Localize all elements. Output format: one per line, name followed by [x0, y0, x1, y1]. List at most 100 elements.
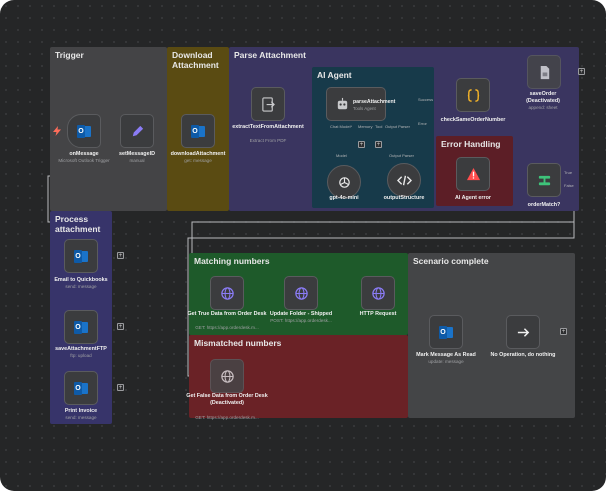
globe-icon: [220, 369, 234, 383]
outlook-icon: O: [191, 124, 205, 138]
node-label: Update Folder - Shipped: [269, 311, 333, 317]
node-sublabel: Tools Agent: [353, 106, 376, 111]
arrow-right-icon: [517, 327, 529, 337]
node-getFalseData[interactable]: [210, 359, 244, 393]
group-title: Matching numbers: [194, 256, 270, 266]
group-title: AI Agent: [317, 70, 352, 80]
node-aiError[interactable]: [456, 157, 490, 191]
node-sublabel: ftp: upload: [70, 353, 92, 358]
globe-icon: [294, 286, 308, 300]
outlook-icon: O: [74, 249, 88, 263]
node-label: Print Invoice: [64, 408, 98, 414]
node-label: Mark Message As Read: [416, 352, 476, 358]
node-label: orderMatch?: [527, 202, 561, 208]
node-orderMatch[interactable]: [527, 163, 561, 197]
node-extractText[interactable]: [251, 87, 285, 121]
node-sublabel: get: message: [184, 158, 212, 163]
node-emailQuickbooks[interactable]: O: [64, 239, 98, 273]
node-label: Get False Data from Order Desk (Deactiva…: [186, 393, 268, 406]
port-model: Model: [336, 153, 347, 158]
node-sublabel: send: message: [65, 284, 97, 289]
port-tool: Tool: [375, 124, 383, 129]
node-label: Get True Data from Order Desk: [187, 311, 267, 317]
node-updateFolder[interactable]: [284, 276, 318, 310]
node-label: setMessageID: [119, 151, 155, 157]
port-success: Success: [418, 97, 434, 102]
node-label: saveAttachmentFTP: [55, 346, 107, 352]
node-label: parseAttachment: [353, 99, 396, 105]
switch-icon: [538, 175, 550, 185]
node-setMessageID[interactable]: [120, 114, 154, 148]
add-node-button[interactable]: +: [578, 68, 585, 75]
pdf-extract-icon: [261, 96, 275, 112]
node-label: AI Agent error: [454, 195, 492, 201]
code-braces-icon: [467, 88, 479, 102]
node-label: No Operation, do nothing: [490, 352, 556, 358]
node-sublabel: POST: https://app.orderdesk...: [270, 318, 332, 323]
add-node-button[interactable]: +: [117, 384, 124, 391]
node-sublabel: send: message: [65, 415, 97, 420]
node-label: gpt-4o-mini: [329, 195, 359, 201]
node-sublabel: manual: [129, 158, 145, 163]
pencil-icon: [132, 125, 143, 136]
port-chat-model: Chat Model*: [330, 124, 353, 129]
node-noOp[interactable]: [506, 315, 540, 349]
add-tool-button[interactable]: +: [358, 141, 365, 148]
node-label: extractTextFromAttachment: [232, 124, 304, 130]
add-node-button[interactable]: +: [560, 328, 567, 335]
openai-icon: [338, 176, 350, 188]
node-getTrueData[interactable]: [210, 276, 244, 310]
bolt-icon: [53, 126, 61, 136]
node-printInvoice[interactable]: O: [64, 371, 98, 405]
node-sublabel: Microsoft Outlook Trigger: [58, 158, 110, 163]
outlook-icon: O: [74, 381, 88, 395]
group-title: Trigger: [55, 50, 84, 60]
outlook-icon: O: [439, 325, 453, 339]
node-label: onMessage: [69, 151, 99, 157]
node-sublabel: GET: https://app.orderdesk.m...: [195, 415, 259, 420]
node-outputStructure[interactable]: [387, 163, 421, 197]
node-onMessage[interactable]: O: [67, 114, 101, 148]
add-node-button[interactable]: +: [117, 252, 124, 259]
group-title: Parse Attachment: [234, 50, 306, 60]
warning-icon: [466, 167, 480, 180]
port-memory: Memory: [358, 124, 373, 129]
node-parseAttachment[interactable]: parseAttachment Tools Agent: [326, 87, 395, 121]
group-title: Process attachment: [55, 214, 101, 234]
add-memory-button[interactable]: +: [375, 141, 382, 148]
node-httpRequest[interactable]: [361, 276, 395, 310]
group-title: Download Attachment: [172, 50, 219, 70]
globe-icon: [220, 286, 234, 300]
node-sublabel: GET: https://app.orderdesk.m...: [195, 325, 259, 330]
group-title: Scenario complete: [413, 256, 489, 266]
port-false: False: [564, 183, 574, 188]
outlook-icon: O: [77, 124, 91, 138]
node-label: saveOrder (Deactivated): [526, 91, 560, 104]
node-checkSameOrderNumber[interactable]: [456, 78, 490, 112]
add-node-button[interactable]: +: [117, 323, 124, 330]
node-sublabel: Extract From PDF: [249, 138, 287, 143]
group-title: Error Handling: [441, 139, 501, 149]
node-label: outputStructure: [383, 195, 425, 201]
node-saveAttachmentFTP[interactable]: O: [64, 310, 98, 344]
node-gpt[interactable]: [327, 165, 361, 199]
robot-icon: [337, 97, 348, 110]
port-error: Error: [418, 121, 427, 126]
outlook-icon: O: [74, 320, 88, 334]
globe-icon: [371, 286, 385, 300]
file-icon: [540, 65, 549, 79]
node-sublabel: update: message: [428, 359, 464, 364]
group-title: Mismatched numbers: [194, 338, 282, 348]
node-label: Email to Quickbooks: [54, 277, 108, 283]
port-true: True: [564, 170, 573, 175]
node-downloadAttachment[interactable]: O: [181, 114, 215, 148]
node-sublabel: append: sheet: [528, 105, 558, 110]
node-saveOrder[interactable]: [527, 55, 561, 89]
node-label: downloadAttachment: [170, 151, 226, 157]
node-label: checkSameOrderNumber: [440, 117, 506, 123]
node-label: HTTP Request: [359, 311, 397, 317]
node-markRead[interactable]: O: [429, 315, 463, 349]
port-output-parser-2: Output Parser: [389, 153, 414, 158]
port-output-parser: Output Parser: [385, 124, 410, 129]
